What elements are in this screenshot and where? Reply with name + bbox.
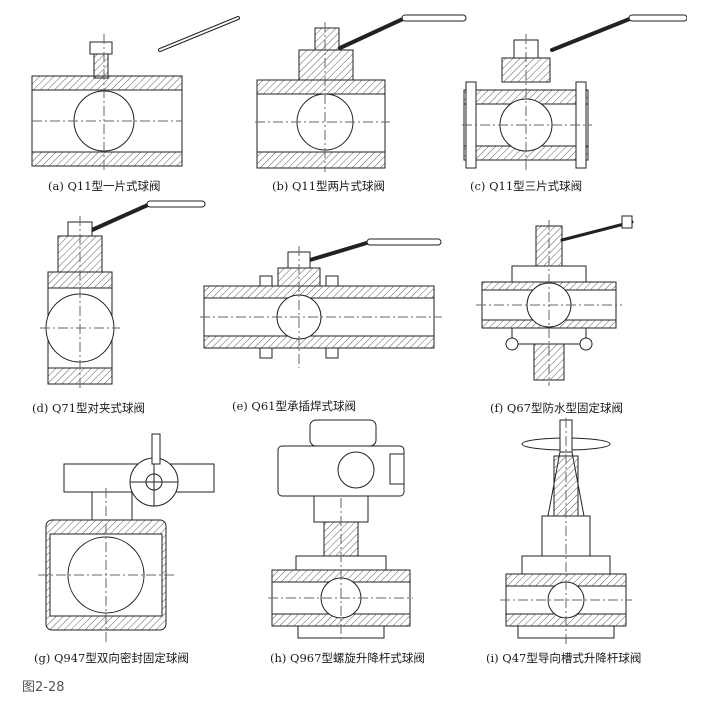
valve-drawing-i	[500, 416, 635, 646]
caption-g: (g) Q947型双向密封固定球阀	[34, 651, 189, 665]
valve-drawing-e	[200, 232, 445, 372]
caption-f: (f) Q67型防水型固定球阀	[490, 401, 623, 415]
caption-b: (b) Q11型两片式球阀	[272, 179, 386, 193]
valve-drawing-d	[30, 196, 210, 391]
caption-i: (i) Q47型导向槽式升降杆球阀	[486, 651, 642, 665]
caption-h: (h) Q967型螺旋升降杆式球阀	[270, 651, 425, 665]
valve-drawing-f	[472, 210, 672, 390]
valve-drawing-a	[28, 10, 243, 175]
valve-drawing-b	[255, 10, 470, 175]
valve-drawing-c	[462, 10, 687, 175]
valve-drawing-g	[36, 424, 221, 646]
caption-c: (c) Q11型三片式球阀	[470, 179, 583, 193]
caption-d: (d) Q71型对夹式球阀	[32, 401, 146, 415]
caption-a: (a) Q11型一片式球阀	[48, 179, 161, 193]
ball-valve-figure: (a) Q11型一片式球阀 (b) Q11型两片式球阀	[28, 10, 687, 665]
caption-e: (e) Q61型承插焊式球阀	[232, 399, 356, 413]
figure-label: 图2-28	[22, 680, 65, 695]
valve-drawing-h	[268, 418, 413, 646]
